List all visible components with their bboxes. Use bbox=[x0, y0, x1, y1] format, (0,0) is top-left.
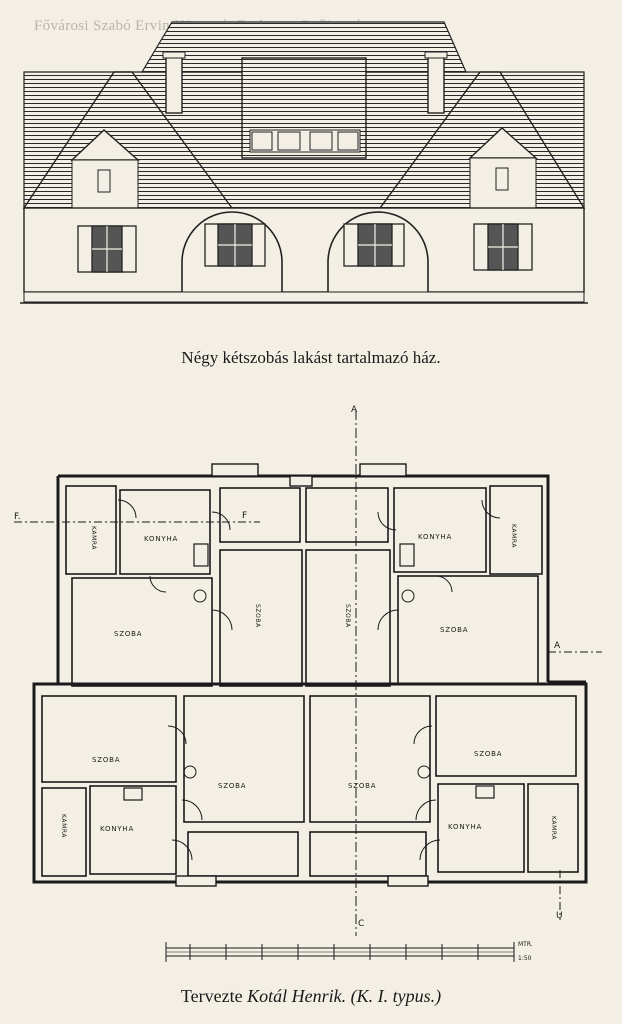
room-label-konyha-2: KONYHA bbox=[418, 533, 452, 541]
room-label-szoba-6: SZOBA bbox=[348, 782, 376, 790]
room-label-szoba-4: SZOBA bbox=[474, 750, 502, 758]
room-label-kamra-4: KAMRA bbox=[550, 816, 557, 840]
scale-unit-mtr: MTR. bbox=[518, 941, 533, 948]
room-label-szoba-5: SZOBA bbox=[218, 782, 246, 790]
credit-architect: Kotál Henrik. bbox=[247, 986, 347, 1006]
room-label-konyha-1: KONYHA bbox=[144, 535, 178, 543]
room-label-szoba-7: SZOBA bbox=[254, 604, 261, 628]
scale-unit-ratio: 1:50 bbox=[518, 955, 532, 962]
section-mark-right: A bbox=[554, 641, 561, 651]
room-label-kamra-2: KAMRA bbox=[510, 524, 517, 548]
room-label-szoba-8: SZOBA bbox=[344, 604, 351, 628]
room-label-szoba-2: SZOBA bbox=[440, 626, 468, 634]
plan-outer-upper bbox=[58, 474, 550, 682]
room-label-konyha-3: KONYHA bbox=[100, 825, 134, 833]
section-mark-bottom: C bbox=[358, 919, 364, 929]
credit-prefix: Tervezte bbox=[180, 986, 248, 1006]
room-label-kamra-1: KAMRA bbox=[90, 526, 97, 550]
designer-credit: Tervezte Kotál Henrik. (K. I. typus.) bbox=[0, 986, 622, 1007]
plan-outer-lower bbox=[32, 682, 588, 884]
section-mark-top: A bbox=[351, 405, 358, 415]
section-mark-bottom-right: U bbox=[556, 911, 563, 921]
scale-bar bbox=[165, 942, 515, 962]
room-label-szoba-3: SZOBA bbox=[92, 756, 120, 764]
room-label-szoba-1: SZOBA bbox=[114, 630, 142, 638]
elevation-caption: Négy kétszobás lakást tartalmazó ház. bbox=[181, 348, 441, 367]
section-mark-inner: F bbox=[242, 511, 247, 521]
room-label-kamra-3: KAMRA bbox=[60, 814, 67, 838]
house-elevation bbox=[20, 21, 588, 304]
credit-type: (K. I. typus.) bbox=[350, 986, 442, 1006]
room-label-konyha-4: KONYHA bbox=[448, 823, 482, 831]
section-mark-left: F. bbox=[14, 512, 21, 522]
